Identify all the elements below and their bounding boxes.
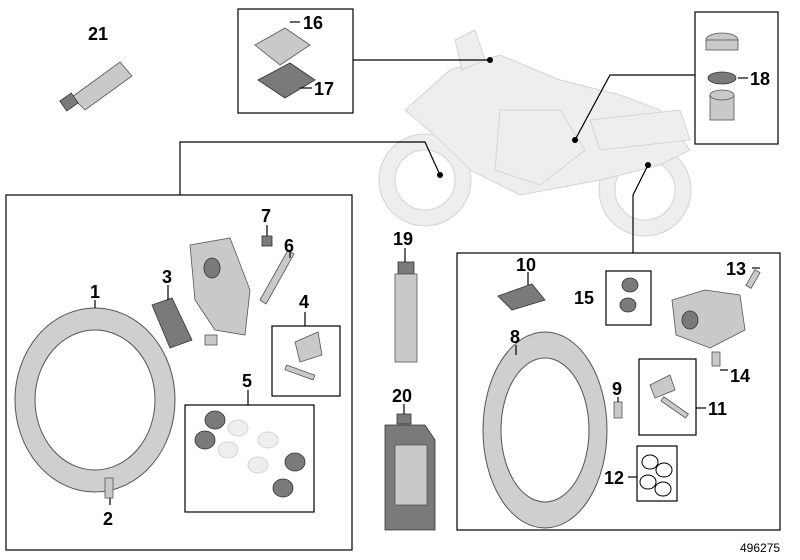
callout-16: 16: [303, 13, 323, 33]
callout-19: 19: [393, 229, 413, 249]
callout-21: 21: [88, 24, 108, 44]
rear-brake-caliper: [671, 267, 761, 371]
callout-10: 10: [516, 255, 536, 275]
rear-pad-retainer-kit: [649, 374, 706, 419]
reference-number: 496275: [740, 541, 780, 555]
frame-handlebar-cylinder: [237, 8, 354, 114]
leader-front: [179, 141, 441, 195]
leader-reservoir: [574, 74, 695, 141]
front-brake-disc: [14, 300, 176, 493]
bleed-valve: [261, 225, 273, 247]
frame-kit-11: [638, 358, 697, 436]
callout-4: 4: [299, 292, 309, 312]
callout-12: 12: [604, 468, 624, 488]
callout-18: 18: [750, 69, 770, 89]
front-disc-bolt: [104, 477, 114, 505]
brake-reservoir: [705, 32, 748, 121]
brake-cleaner-can: [394, 248, 418, 363]
callout-15: 15: [574, 288, 594, 308]
callout-2: 2: [103, 509, 113, 529]
front-brake-pads: [151, 285, 193, 349]
callout-5: 5: [242, 371, 252, 391]
callout-9: 9: [612, 379, 622, 399]
callout-8: 8: [510, 327, 520, 347]
callout-14: 14: [730, 366, 750, 386]
caliper-pin: [259, 249, 295, 305]
callout-7: 7: [261, 206, 271, 226]
callout-11: 11: [708, 399, 727, 419]
callout-6: 6: [284, 236, 294, 256]
leader-rear: [632, 164, 649, 253]
rear-seal-kit: [628, 454, 673, 497]
pad-retainer-kit: [284, 312, 323, 381]
rear-brake-disc: [482, 331, 608, 529]
callout-3: 3: [162, 267, 172, 287]
callout-13: 13: [726, 259, 746, 279]
rear-brake-pads: [497, 272, 546, 311]
frame-rear-reservoir: [694, 11, 779, 145]
front-brake-caliper: [189, 237, 251, 346]
callout-1: 1: [90, 282, 100, 302]
frame-front-brake: [5, 194, 353, 551]
handlebar-cylinder-cover: [254, 21, 316, 99]
frame-kit-4: [271, 325, 341, 397]
frame-kit-5: [184, 404, 315, 513]
rear-disc-bolt: [613, 397, 623, 419]
piston-seal-kit: [194, 390, 306, 498]
frame-rear-brake: [456, 252, 781, 531]
motorcycle-illustration: [378, 29, 692, 237]
callout-20: 20: [392, 386, 412, 406]
frame-kit-15: [605, 270, 652, 326]
frame-kit-12: [636, 445, 678, 502]
grease-tube: [59, 61, 133, 112]
callout-17: 17: [314, 79, 334, 99]
rear-caliper-bolts: [619, 277, 639, 313]
brake-fluid-bottle: [384, 404, 436, 531]
